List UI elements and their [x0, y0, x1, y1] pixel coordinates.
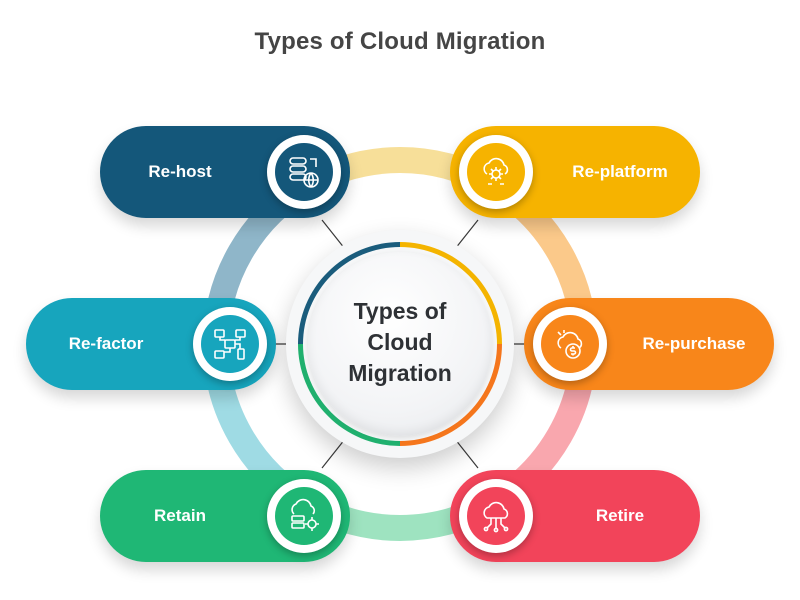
cloud-server-gear-icon [275, 487, 333, 545]
pill-refactor[interactable]: Re-factor [26, 298, 276, 390]
cloud-circuit-icon [467, 487, 525, 545]
cloud-gear-icon [467, 143, 525, 201]
center-hub [308, 252, 492, 436]
pill-label-repurchase: Re-purchase [642, 334, 746, 353]
icon-badge-retain [267, 479, 341, 553]
icon-badge-retire [459, 479, 533, 553]
pill-rehost[interactable]: Re-host [100, 126, 350, 218]
icon-badge-refactor [193, 307, 267, 381]
center-title-line-1: Types of [353, 298, 447, 324]
icon-badge-repurchase [533, 307, 607, 381]
network-devices-icon [201, 315, 259, 373]
server-globe-icon [275, 143, 333, 201]
pill-label-replatform: Re-platform [572, 162, 668, 181]
pill-label-refactor: Re-factor [68, 334, 144, 353]
cloud-dollar-icon [541, 315, 599, 373]
center-title-line-2: Cloud [367, 329, 433, 355]
pill-retire[interactable]: Retire [450, 470, 700, 562]
pill-label-retire: Retire [595, 506, 645, 525]
pill-label-retain: Retain [154, 506, 206, 525]
pill-replatform[interactable]: Re-platform [450, 126, 700, 218]
center-title: Types of Cloud Migration [308, 296, 492, 389]
icon-badge-rehost [267, 135, 341, 209]
icon-badge-replatform [459, 135, 533, 209]
pill-retain[interactable]: Retain [100, 470, 350, 562]
center-title-line-3: Migration [348, 360, 452, 386]
pill-label-rehost: Re-host [148, 162, 212, 181]
page-title: Types of Cloud Migration [254, 28, 546, 55]
pill-repurchase[interactable]: Re-purchase [524, 298, 774, 390]
